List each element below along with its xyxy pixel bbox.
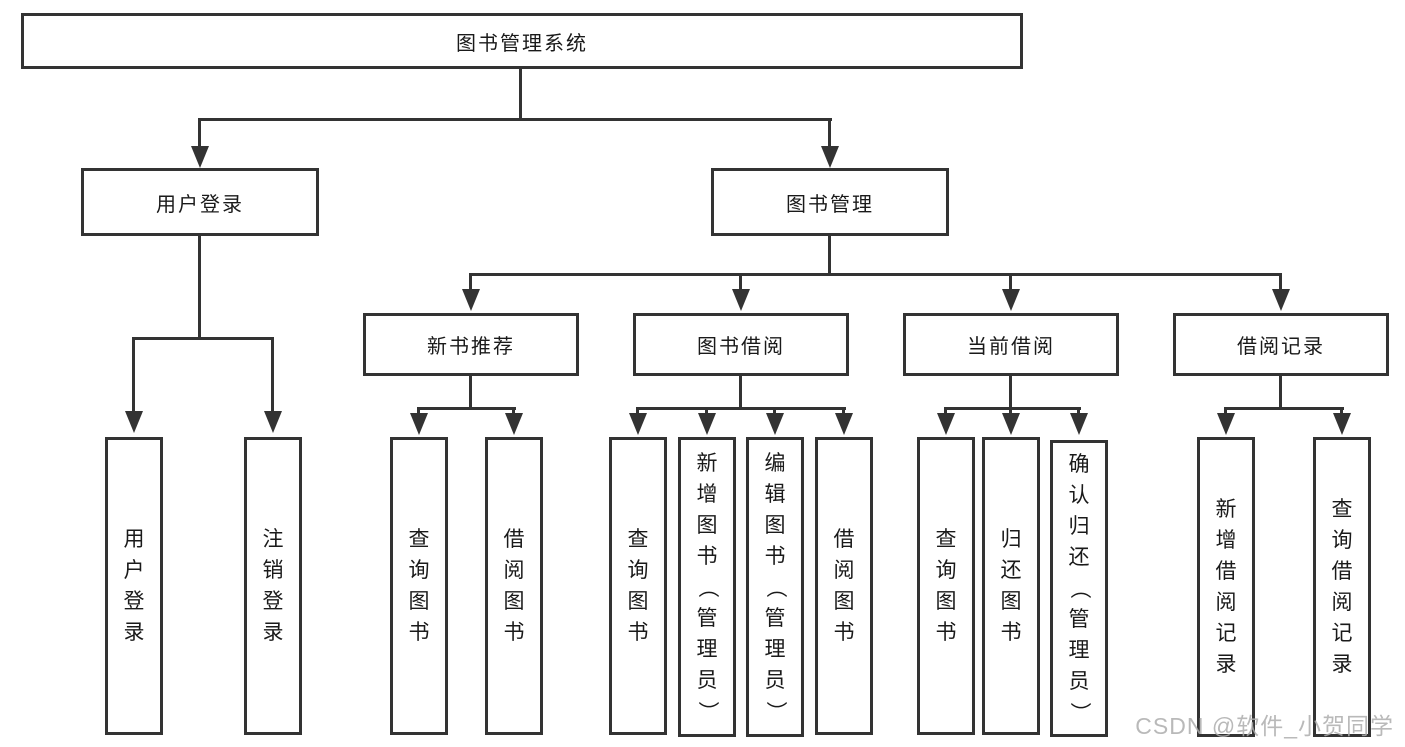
connector-leaf-shaft <box>1224 407 1227 417</box>
arrowhead-icon <box>125 411 143 433</box>
connector-borrow-split <box>636 407 846 410</box>
connector-l3-shaft <box>739 273 742 293</box>
leaf-newbook-query-label: 查询图书 <box>408 528 430 644</box>
leaf-user-login: 用户登录 <box>105 437 163 735</box>
connector-newbook-split <box>417 407 516 410</box>
node-user-login: 用户登录 <box>81 168 319 236</box>
leaf-current-query: 查询图书 <box>917 437 975 735</box>
arrowhead-icon <box>835 413 853 435</box>
node-current-borrow-label: 当前借阅 <box>967 336 1055 358</box>
leaf-logout: 注销登录 <box>244 437 302 735</box>
connector-bookmgmt-shaft <box>828 118 831 150</box>
connector-userlogin-shaft <box>198 118 201 150</box>
leaf-borrow-add: 新增图书（管理员） <box>678 437 736 737</box>
connector-root-drop <box>519 69 522 120</box>
arrowhead-icon <box>1002 289 1020 311</box>
connector-leaf-shaft <box>512 407 515 417</box>
leaf-borrow-borrow: 借阅图书 <box>815 437 873 735</box>
arrowhead-icon <box>937 413 955 435</box>
leaf-borrow-edit: 编辑图书（管理员） <box>746 437 804 737</box>
arrowhead-icon <box>629 413 647 435</box>
leaf-borrow-edit-label: 编辑图书（管理员） <box>763 451 787 722</box>
leaf-records-query-label: 查询借阅记录 <box>1331 498 1353 676</box>
arrowhead-icon <box>264 411 282 433</box>
connector-leaf-shaft <box>271 337 274 415</box>
leaf-newbook-query: 查询图书 <box>390 437 448 735</box>
connector-l3-shaft <box>469 273 472 293</box>
leaf-newbook-borrow: 借阅图书 <box>485 437 543 735</box>
connector-userlogin-split <box>132 337 274 340</box>
connector-leaf-shaft <box>705 407 708 417</box>
connector-level3-split <box>470 273 1282 276</box>
node-new-book-recommend-label: 新书推荐 <box>427 336 515 358</box>
arrowhead-icon <box>1272 289 1290 311</box>
arrowhead-icon <box>821 146 839 168</box>
node-root-label: 图书管理系统 <box>456 32 588 55</box>
csdn-watermark: CSDN @软件_小贺同学 <box>1135 713 1394 739</box>
node-book-borrow: 图书借阅 <box>633 313 849 376</box>
leaf-current-query-label: 查询图书 <box>935 528 957 644</box>
node-borrow-records: 借阅记录 <box>1173 313 1389 376</box>
node-book-management: 图书管理 <box>711 168 949 236</box>
connector-leaf-shaft <box>636 407 639 417</box>
node-borrow-records-label: 借阅记录 <box>1237 336 1325 358</box>
connector-current-split <box>944 407 1081 410</box>
node-current-borrow: 当前借阅 <box>903 313 1119 376</box>
arrowhead-icon <box>462 289 480 311</box>
leaf-current-confirm-label: 确认归还（管理员） <box>1067 453 1091 723</box>
leaf-borrow-borrow-label: 借阅图书 <box>833 528 855 644</box>
connector-root-split <box>198 118 832 121</box>
arrowhead-icon <box>766 413 784 435</box>
connector-leaf-shaft <box>417 407 420 417</box>
connector-l3-shaft <box>1009 273 1012 293</box>
arrowhead-icon <box>732 289 750 311</box>
connector-leaf-shaft <box>944 407 947 417</box>
connector-current-drop <box>1009 376 1012 409</box>
leaf-current-confirm: 确认归还（管理员） <box>1050 440 1108 737</box>
arrowhead-icon <box>1217 413 1235 435</box>
leaf-current-return: 归还图书 <box>982 437 1040 735</box>
connector-leaf-shaft <box>1340 407 1343 417</box>
arrowhead-icon <box>505 413 523 435</box>
connector-records-drop <box>1279 376 1282 409</box>
leaf-logout-label: 注销登录 <box>262 528 284 644</box>
leaf-newbook-borrow-label: 借阅图书 <box>503 528 525 644</box>
connector-leaf-shaft <box>1077 407 1080 417</box>
leaf-records-query: 查询借阅记录 <box>1313 437 1371 737</box>
leaf-user-login-label: 用户登录 <box>123 528 145 644</box>
connector-newbook-drop <box>469 376 472 409</box>
connector-l3-shaft <box>1279 273 1282 293</box>
leaf-records-add: 新增借阅记录 <box>1197 437 1255 737</box>
connector-leaf-shaft <box>132 337 135 415</box>
leaf-borrow-add-label: 新增图书（管理员） <box>695 451 719 722</box>
connector-leaf-shaft <box>773 407 776 417</box>
node-user-login-label: 用户登录 <box>156 193 244 216</box>
connector-userlogin-drop <box>198 236 201 339</box>
node-root: 图书管理系统 <box>21 13 1023 69</box>
leaf-borrow-query-label: 查询图书 <box>627 528 649 644</box>
arrowhead-icon <box>1002 413 1020 435</box>
arrowhead-icon <box>698 413 716 435</box>
node-book-borrow-label: 图书借阅 <box>697 336 785 358</box>
arrowhead-icon <box>191 146 209 168</box>
node-book-management-label: 图书管理 <box>786 193 874 216</box>
arrowhead-icon <box>1333 413 1351 435</box>
leaf-current-return-label: 归还图书 <box>1000 528 1022 644</box>
leaf-records-add-label: 新增借阅记录 <box>1215 498 1237 676</box>
connector-leaf-shaft <box>1009 407 1012 417</box>
connector-bookmgmt-drop <box>828 236 831 275</box>
arrowhead-icon <box>1070 413 1088 435</box>
connector-borrow-drop <box>739 376 742 409</box>
arrowhead-icon <box>410 413 428 435</box>
leaf-borrow-query: 查询图书 <box>609 437 667 735</box>
connector-leaf-shaft <box>842 407 845 417</box>
connector-records-split <box>1224 407 1344 410</box>
node-new-book-recommend: 新书推荐 <box>363 313 579 376</box>
